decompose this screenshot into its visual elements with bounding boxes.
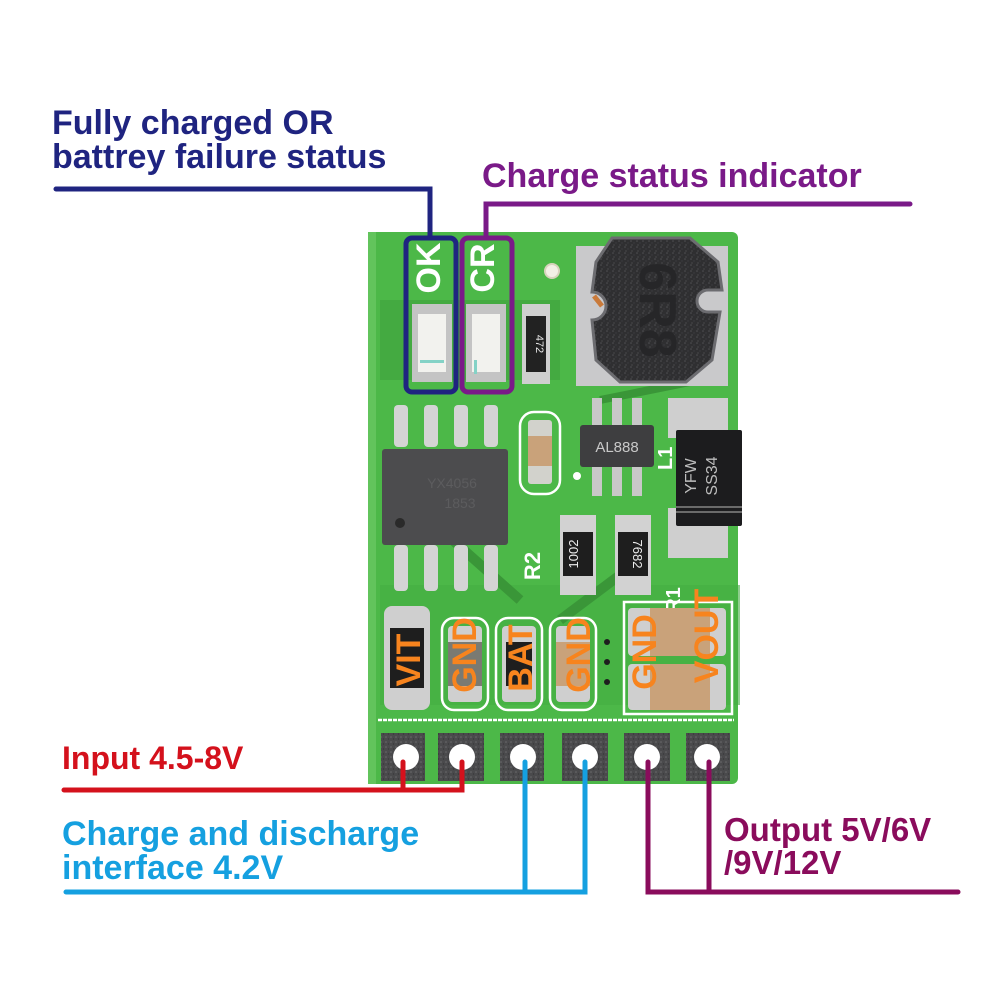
- diode-band: [676, 506, 742, 508]
- capacitor-gnd1: [440, 616, 490, 712]
- output-callout: Output 5V/6V /9V/12V: [724, 813, 931, 879]
- ok-status-callout-line-2: battrey failure status: [52, 138, 387, 176]
- cr-leader-line: [483, 201, 913, 241]
- ok-leader-line: [53, 186, 433, 241]
- input-callout-line-1: Input 4.5-8V: [62, 740, 244, 776]
- silk-label-l1: L1: [655, 447, 677, 470]
- via: [604, 639, 610, 645]
- capacitor-body: [528, 436, 552, 466]
- resistor-1002: 1002: [560, 515, 596, 595]
- resistor-body: [390, 628, 424, 688]
- inductor-winding: [592, 294, 604, 308]
- regulator-body: [580, 425, 654, 467]
- via-hole: [544, 263, 560, 279]
- ok-status-callout-line-1: Fully charged OR: [52, 104, 334, 142]
- output-callout-line-2: /9V/12V: [724, 844, 842, 881]
- pin-label-vit: VIT: [390, 633, 428, 686]
- resistor-body: [563, 532, 593, 576]
- charger-ic: YX4056 1853: [382, 405, 508, 591]
- output-leader-line: [645, 759, 961, 895]
- ic-pin1-dot: [395, 518, 405, 528]
- inductor-body: [590, 236, 724, 384]
- charge-status-callout-line-1: Charge status indicator: [482, 157, 862, 195]
- pin-labels: VIT GND BAT GND GND VOUT: [390, 589, 726, 693]
- inductor: 6R8: [576, 236, 728, 386]
- silk-label-r2: R2: [520, 552, 545, 580]
- ic-marking-1: YX4056: [427, 475, 477, 491]
- resistor-marking: 472: [533, 335, 545, 353]
- capacitor-gnd2: [548, 616, 598, 712]
- led-ok: [412, 304, 452, 382]
- header-pad-gnd-1[interactable]: [438, 733, 484, 781]
- header-pad-bat[interactable]: [500, 733, 544, 781]
- output-capacitors: [622, 600, 734, 716]
- regulator-marking: AL888: [595, 439, 638, 456]
- ic-pins-bottom: [394, 545, 498, 591]
- led-cr: [466, 304, 506, 382]
- silk-label-cr: CR: [464, 243, 502, 292]
- header-pad-gnd-2[interactable]: [562, 733, 608, 781]
- pin-label-bat: BAT: [502, 624, 540, 692]
- via: [604, 659, 610, 665]
- ok-status-callout: Fully charged OR battrey failure status: [52, 106, 386, 174]
- pin-label-gnd-3: GND: [626, 614, 664, 690]
- silk-label-r1: R1: [663, 587, 685, 613]
- led-mark: [420, 360, 444, 363]
- diode-band: [676, 511, 742, 513]
- resistor-marking: 1002: [566, 540, 581, 569]
- via: [604, 679, 610, 685]
- pcb-edge: [368, 232, 376, 784]
- inductor-marking: 6R8: [628, 262, 686, 357]
- resistor-7682: 7682: [615, 515, 651, 595]
- header-pad-vout[interactable]: [686, 733, 730, 781]
- battery-callout-line-1: Charge and discharge: [62, 815, 420, 853]
- boost-regulator: AL888: [573, 398, 654, 496]
- diode-marking-1: YFW: [683, 457, 700, 493]
- ic-body: [382, 449, 508, 545]
- schottky-diode: YFW SS34: [668, 398, 742, 558]
- regulator-pin1-dot: [573, 472, 581, 480]
- resistor-body: [526, 316, 546, 372]
- resistor-bat: [494, 616, 544, 712]
- header-pad-vit[interactable]: [381, 733, 425, 781]
- capacitor: [518, 410, 562, 496]
- input-leader-line: [61, 759, 465, 793]
- resistor-472: 472: [522, 304, 550, 384]
- resistor-r50: [384, 606, 430, 710]
- pin-label-gnd-1: GND: [446, 617, 484, 693]
- resistor-body: [618, 532, 648, 576]
- input-callout: Input 4.5-8V: [62, 742, 243, 774]
- pin-label-gnd-2: GND: [560, 617, 598, 693]
- output-callout-line-1: Output 5V/6V: [724, 811, 932, 848]
- ic-marking-2: 1853: [444, 495, 475, 511]
- ic-pins-top: [394, 405, 498, 447]
- battery-callout-line-2: interface 4.2V: [62, 849, 284, 887]
- pin-label-vout: VOUT: [688, 589, 726, 684]
- charge-status-callout: Charge status indicator: [482, 159, 862, 193]
- silk-label-ok: OK: [410, 242, 448, 293]
- capacitor-outline: [518, 410, 562, 496]
- led-body: [418, 314, 446, 372]
- battery-callout: Charge and discharge interface 4.2V: [62, 817, 419, 885]
- diode-marking-2: SS34: [704, 456, 721, 495]
- resistor-marking: 7682: [630, 540, 645, 569]
- led-mark: [474, 360, 477, 374]
- diode-body: [676, 430, 742, 526]
- battery-leader-line: [63, 759, 588, 895]
